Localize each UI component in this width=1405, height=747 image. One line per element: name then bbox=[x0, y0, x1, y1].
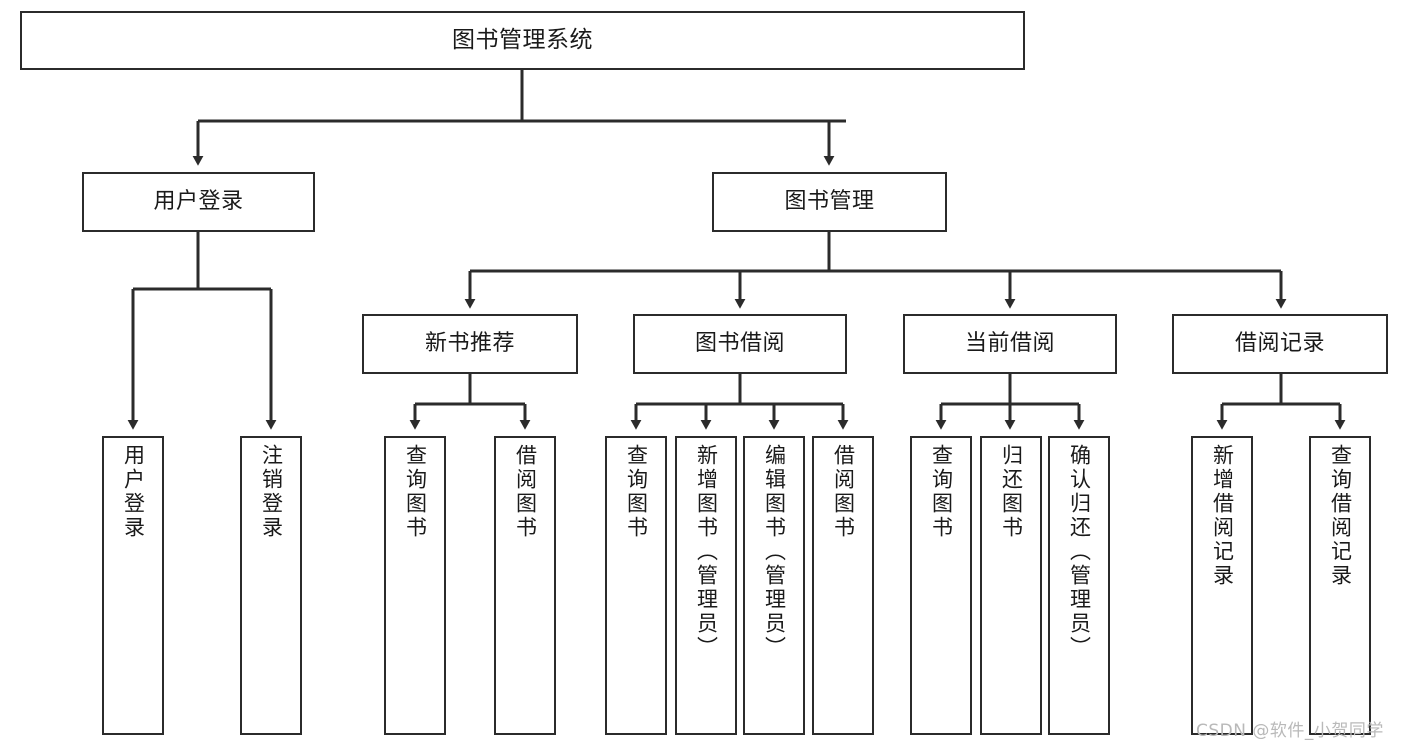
node-label: 图书管理系统 bbox=[452, 26, 593, 53]
node-user-login[interactable]: 用户登录 bbox=[82, 172, 315, 232]
node-label: 借阅图书 bbox=[831, 444, 856, 540]
node-label: 新增借阅记录 bbox=[1210, 444, 1235, 588]
node-label: 用户登录 bbox=[153, 189, 244, 215]
leaf-add-borrow-record[interactable]: 新增借阅记录 bbox=[1191, 436, 1253, 735]
node-label: 确认归还（管理员） bbox=[1067, 444, 1092, 660]
csdn-watermark: CSDN @软件_小贺同学 bbox=[1196, 721, 1384, 741]
node-label: 借阅记录 bbox=[1234, 331, 1325, 357]
node-label: 查询借阅记录 bbox=[1328, 444, 1353, 588]
node-label: 编辑图书（管理员） bbox=[762, 444, 787, 660]
leaf-user-login[interactable]: 用户登录 bbox=[102, 436, 164, 735]
leaf-edit-book-admin[interactable]: 编辑图书（管理员） bbox=[743, 436, 805, 735]
node-book-borrow[interactable]: 图书借阅 bbox=[633, 314, 847, 374]
node-borrow-record[interactable]: 借阅记录 bbox=[1172, 314, 1388, 374]
node-label: 查询图书 bbox=[403, 444, 428, 540]
node-label: 查询图书 bbox=[929, 444, 954, 540]
leaf-add-book-admin[interactable]: 新增图书（管理员） bbox=[675, 436, 737, 735]
leaf-logout[interactable]: 注销登录 bbox=[240, 436, 302, 735]
node-label: 图书管理 bbox=[784, 189, 875, 215]
leaf-query-book-current[interactable]: 查询图书 bbox=[910, 436, 972, 735]
node-label: 用户登录 bbox=[121, 444, 146, 540]
leaf-borrow-book-recommend[interactable]: 借阅图书 bbox=[494, 436, 556, 735]
node-label: 查询图书 bbox=[624, 444, 649, 540]
node-label: 注销登录 bbox=[259, 444, 284, 540]
leaf-return-book[interactable]: 归还图书 bbox=[980, 436, 1042, 735]
node-label: 图书借阅 bbox=[694, 331, 785, 357]
leaf-query-book-borrow[interactable]: 查询图书 bbox=[605, 436, 667, 735]
node-label: 新增图书（管理员） bbox=[694, 444, 719, 660]
node-book-manage[interactable]: 图书管理 bbox=[712, 172, 947, 232]
leaf-borrow-book[interactable]: 借阅图书 bbox=[812, 436, 874, 735]
node-label: 借阅图书 bbox=[513, 444, 538, 540]
node-label: 新书推荐 bbox=[424, 331, 515, 357]
node-label: 归还图书 bbox=[999, 444, 1024, 540]
node-label: 当前借阅 bbox=[964, 331, 1055, 357]
node-current-borrow[interactable]: 当前借阅 bbox=[903, 314, 1117, 374]
leaf-query-borrow-record[interactable]: 查询借阅记录 bbox=[1309, 436, 1371, 735]
node-new-book-recommend[interactable]: 新书推荐 bbox=[362, 314, 578, 374]
leaf-confirm-return-admin[interactable]: 确认归还（管理员） bbox=[1048, 436, 1110, 735]
leaf-query-book-recommend[interactable]: 查询图书 bbox=[384, 436, 446, 735]
node-root-system[interactable]: 图书管理系统 bbox=[20, 11, 1025, 70]
